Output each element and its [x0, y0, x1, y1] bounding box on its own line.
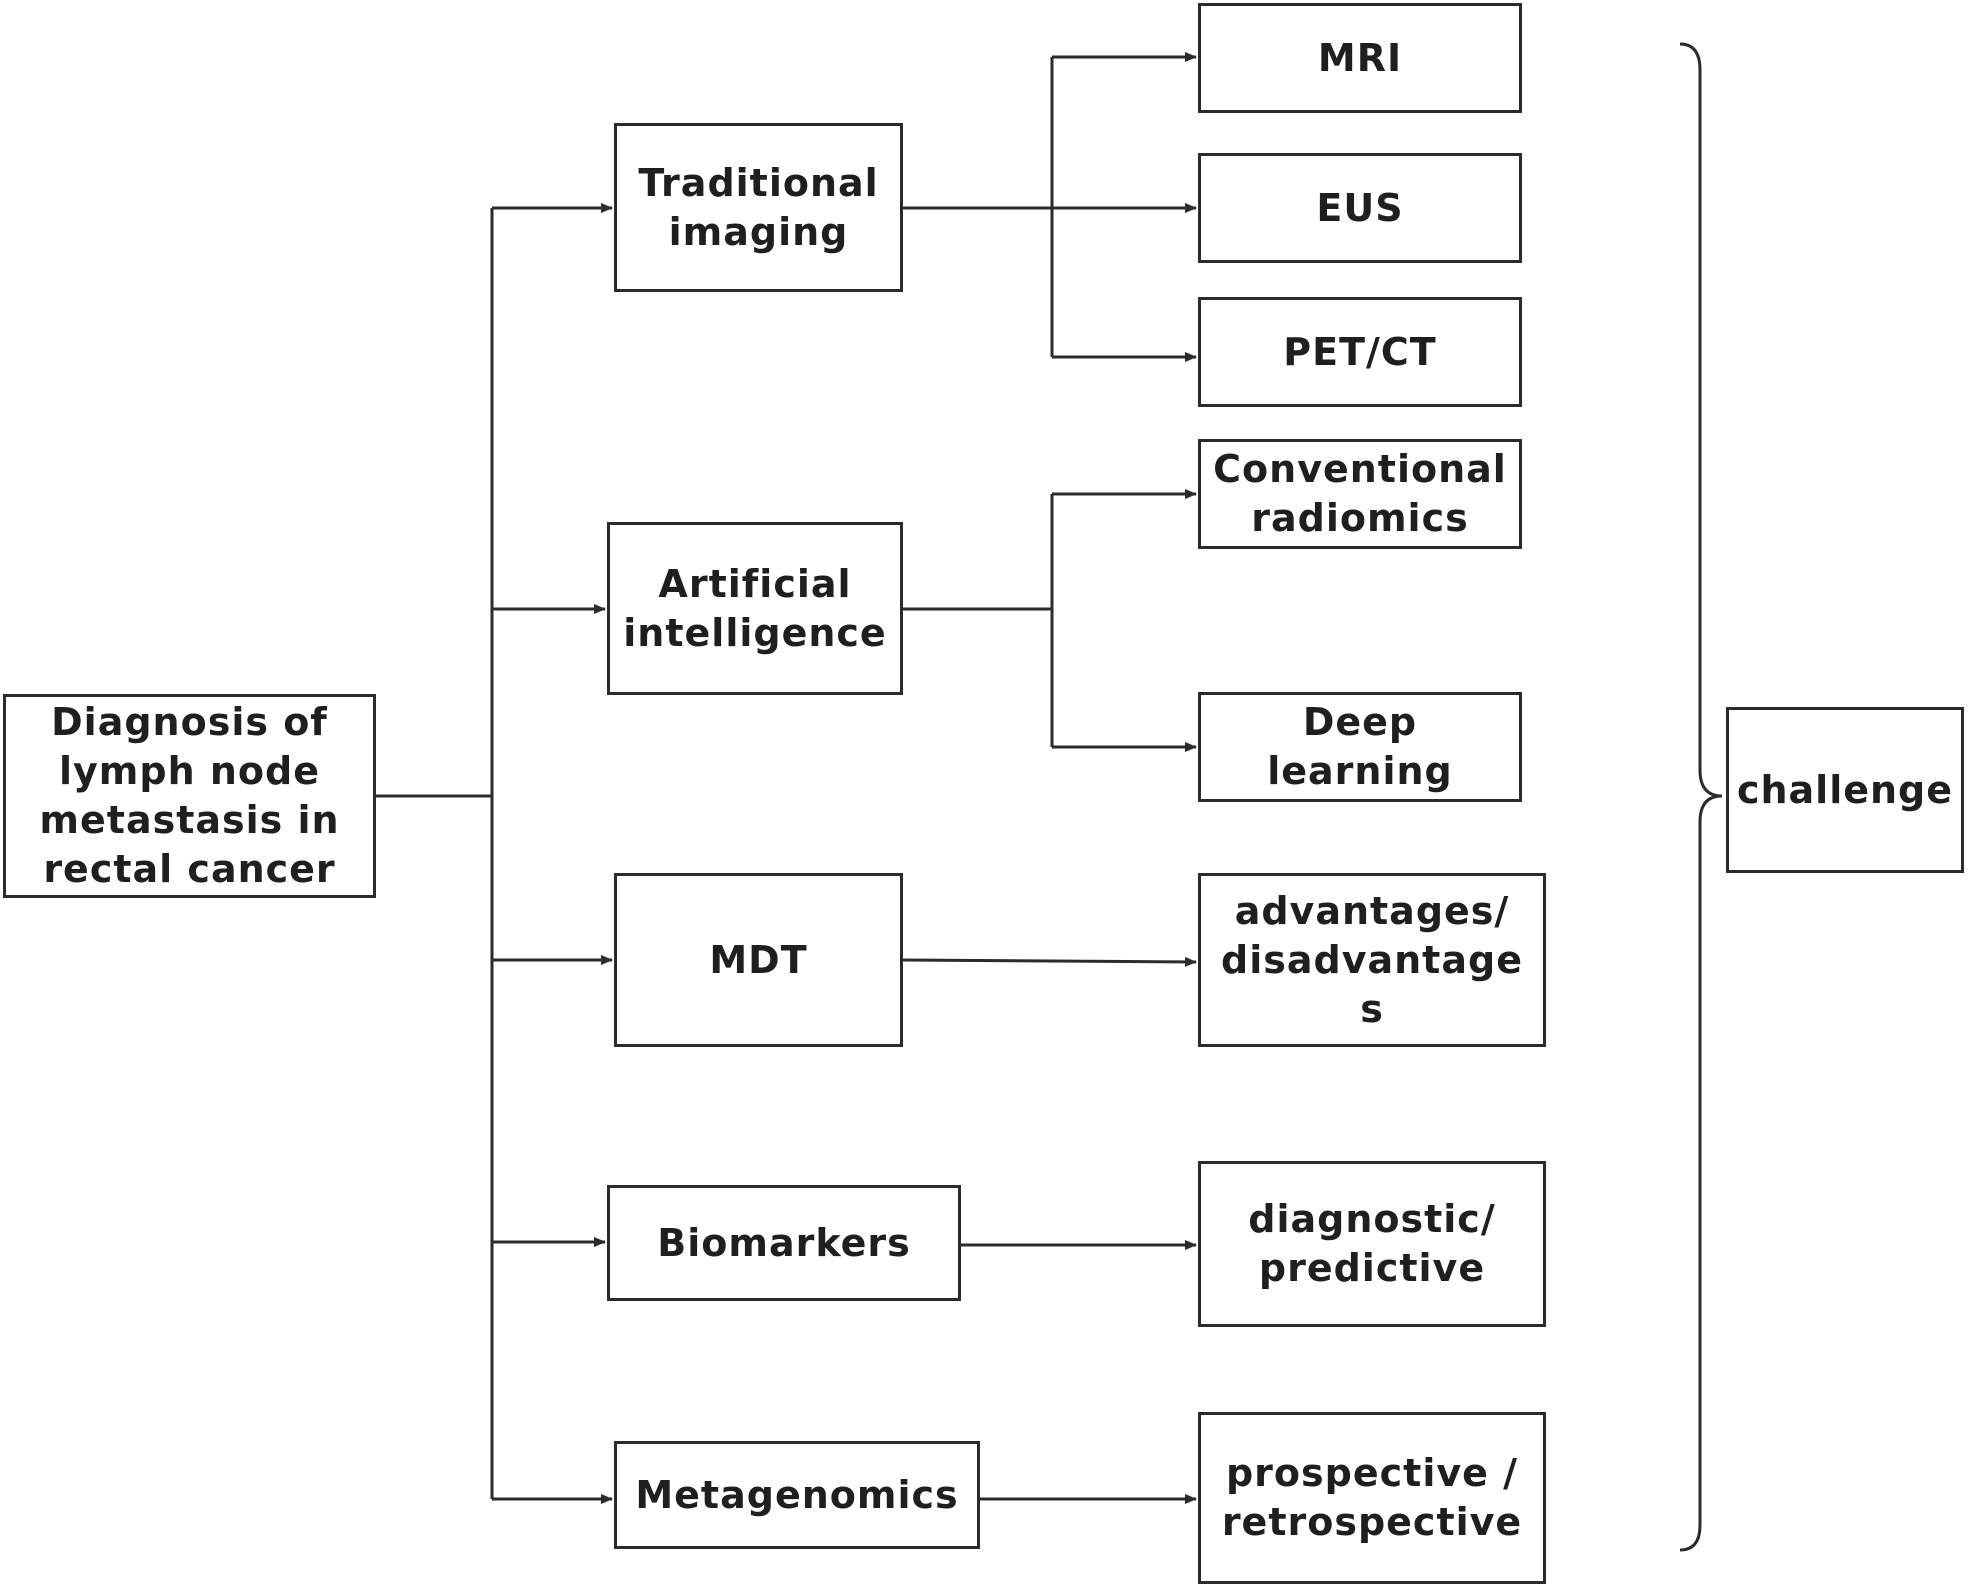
- leaf-advantages-disadvantages: advantages/ disadvantage s: [1198, 873, 1546, 1047]
- category-label: MDT: [709, 937, 808, 982]
- category-label: Traditional imaging: [638, 160, 879, 254]
- leaf-deep-learning: Deep learning: [1198, 692, 1522, 802]
- root-node: Diagnosis of lymph node metastasis in re…: [3, 694, 376, 898]
- leaf-label: MRI: [1317, 35, 1403, 80]
- category-metagenomics: Metagenomics: [614, 1441, 980, 1549]
- leaf-label: PET/CT: [1283, 329, 1437, 374]
- leaf-conventional-radiomics: Conventional radiomics: [1198, 439, 1522, 549]
- category-label: Metagenomics: [635, 1472, 959, 1517]
- leaf-pet-ct: PET/CT: [1198, 297, 1522, 407]
- leaf-label: advantages/ disadvantage s: [1221, 888, 1523, 1031]
- category-mdt: MDT: [614, 873, 903, 1047]
- leaf-label: EUS: [1316, 185, 1404, 230]
- leaf-prospective-retrospective: prospective / retrospective: [1198, 1412, 1546, 1584]
- leaf-diagnostic-predictive: diagnostic/ predictive: [1198, 1161, 1546, 1327]
- category-artificial-intelligence: Artificial intelligence: [607, 522, 903, 695]
- leaf-eus: EUS: [1198, 153, 1522, 263]
- category-biomarkers: Biomarkers: [607, 1185, 961, 1301]
- category-traditional-imaging: Traditional imaging: [614, 123, 903, 292]
- leaf-label: diagnostic/ predictive: [1248, 1197, 1496, 1290]
- leaf-label: Deep learning: [1267, 700, 1453, 793]
- leaf-mri: MRI: [1198, 3, 1522, 113]
- category-label: Biomarkers: [657, 1220, 911, 1265]
- leaf-label: prospective / retrospective: [1221, 1451, 1523, 1544]
- challenge-brace: [1679, 42, 1723, 1552]
- leaf-label: Conventional radiomics: [1213, 447, 1507, 540]
- summary-challenge: challenge: [1726, 707, 1964, 873]
- summary-label: challenge: [1736, 767, 1954, 812]
- category-label: Artificial intelligence: [623, 561, 887, 655]
- root-label: Diagnosis of lymph node metastasis in re…: [39, 700, 340, 891]
- arrow-mdt-to-advantages: [902, 956, 1197, 967]
